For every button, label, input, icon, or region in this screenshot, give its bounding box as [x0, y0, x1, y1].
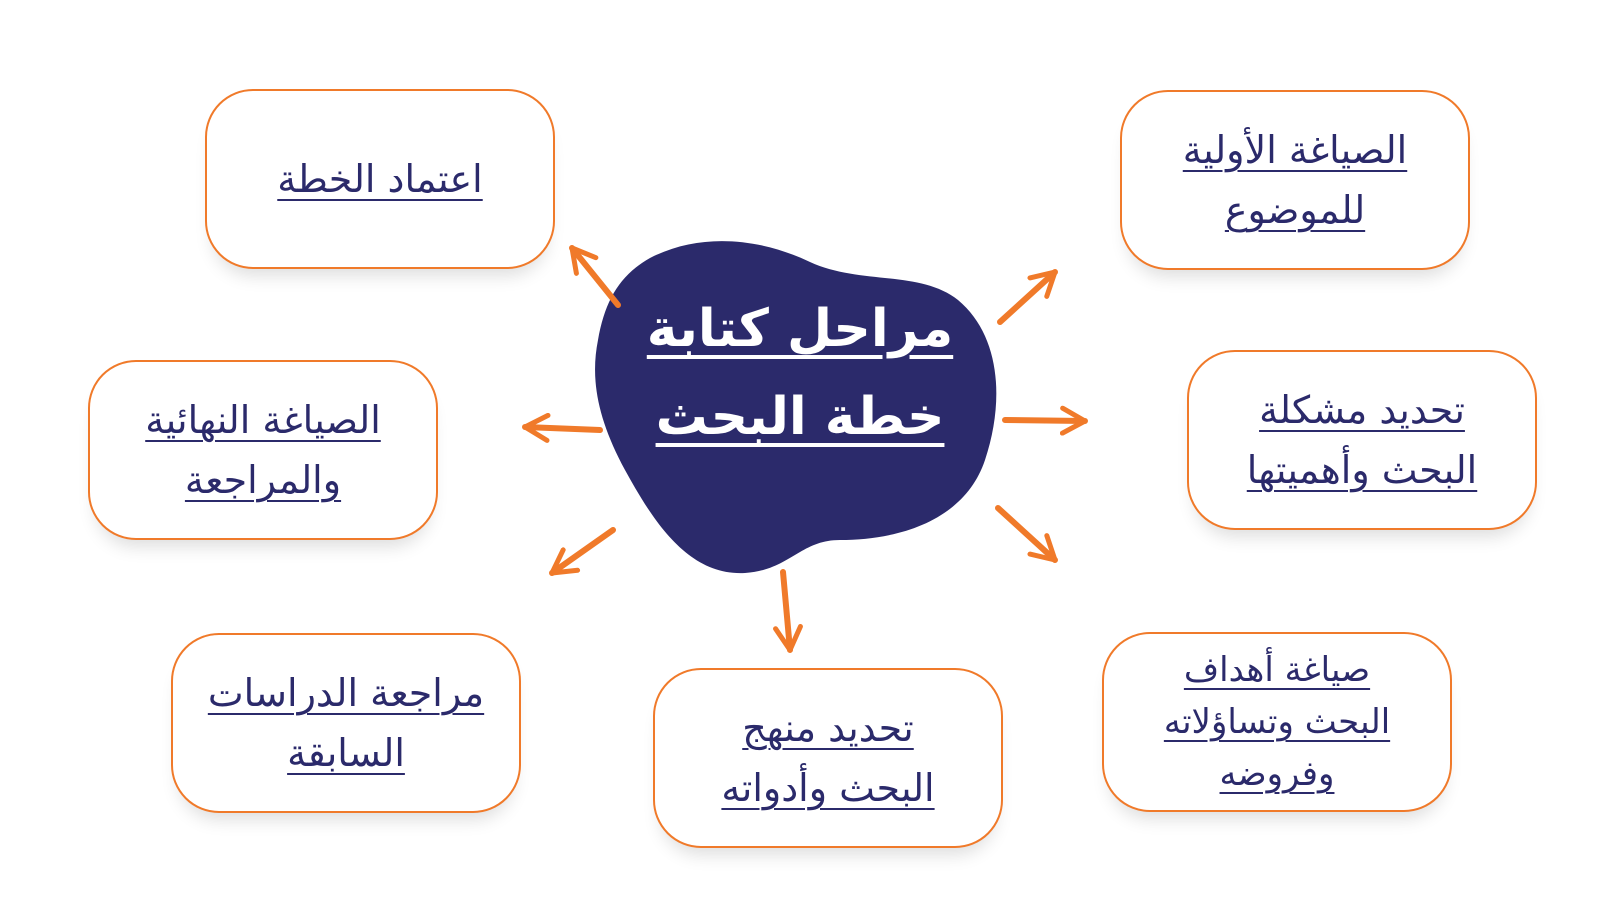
box-final-formulation[interactable]: الصياغة النهائية والمراجعة	[88, 360, 438, 540]
arrow-to-plan-approval	[569, 245, 621, 308]
box-methodology-label: تحديد منهج البحث وأدواته	[721, 706, 935, 810]
box-plan-approval-label: اعتماد الخطة	[277, 157, 483, 201]
arrow-to-problem-definition	[1002, 405, 1088, 436]
arrow-to-objectives	[995, 505, 1058, 563]
box-objectives[interactable]: صياغة أهداف البحث وتساؤلاته وفروضه	[1102, 632, 1452, 812]
arrow-to-initial-formulation	[997, 269, 1058, 325]
arrow-to-methodology	[773, 569, 803, 653]
center-blob-shape	[595, 241, 997, 574]
box-literature-review-label: مراجعة الدراسات السابقة	[207, 671, 485, 775]
box-plan-approval[interactable]: اعتماد الخطة	[205, 89, 555, 269]
box-methodology[interactable]: تحديد منهج البحث وأدواته	[653, 668, 1003, 848]
box-initial-formulation-label: الصياغة الأولية للموضوع	[1182, 128, 1408, 232]
box-final-formulation-label: الصياغة النهائية والمراجعة	[145, 398, 381, 502]
box-problem-definition[interactable]: تحديد مشكلة البحث وأهميتها	[1187, 350, 1537, 530]
box-objectives-label: صياغة أهداف البحث وتساؤلاته وفروضه	[1163, 650, 1391, 794]
box-problem-definition-label: تحديد مشكلة البحث وأهميتها	[1246, 388, 1478, 492]
center-title: مراحل كتابة خطة البحث	[646, 299, 954, 447]
arrow-to-literature-review	[549, 527, 616, 576]
box-initial-formulation[interactable]: الصياغة الأولية للموضوع	[1120, 90, 1470, 270]
box-literature-review[interactable]: مراجعة الدراسات السابقة	[171, 633, 521, 813]
arrow-to-final-formulation	[522, 412, 603, 443]
